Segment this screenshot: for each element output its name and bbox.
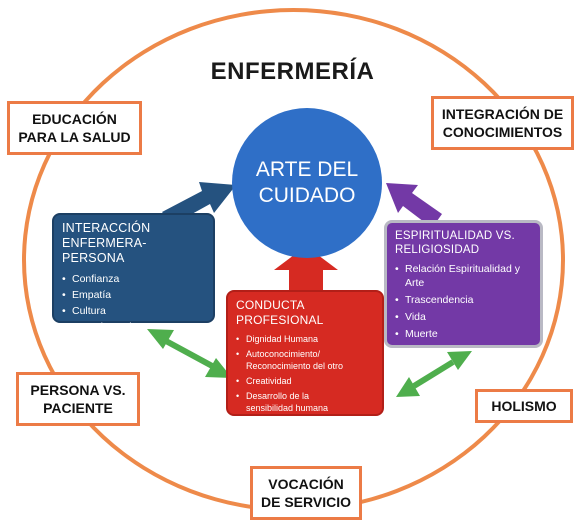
list-item: Confianza [62,271,205,287]
purple-arrow [386,183,442,228]
box-interaccion-heading: INTERACCIÓN ENFERMERA-PERSONA [62,221,151,265]
diagram-title: ENFERMERÍA [210,58,375,85]
tag-educacion: EDUCACIÓN PARA LA SALUD [7,101,142,155]
list-item: Desarrollo de la sensibilidad humana [236,390,374,414]
list-item: Vida [395,310,532,324]
red-arrow [274,246,338,292]
green-double-arrow-right [396,351,472,397]
box-espiritualidad: ESPIRITUALIDAD VS. RELIGIOSIDAD Relación… [384,220,543,348]
tag-vocacion: VOCACIÓN DE SERVICIO [250,466,362,520]
list-item: Escucha activa [62,319,205,335]
box-espiritualidad-list: Relación Espiritualidad y Arte Trascende… [395,262,532,341]
list-item: Dignidad Humana [236,333,374,345]
list-item: Cultura [62,303,205,319]
tag-holismo: HOLISMO [475,389,573,423]
list-item: Empatía [62,287,205,303]
list-item: Autoconocimiento/ Reconocimiento del otr… [236,348,374,372]
list-item: Trascendencia [395,293,532,307]
list-item: Creatividad [236,375,374,387]
tag-persona: PERSONA VS. PACIENTE [16,372,140,426]
box-conducta-heading: CONDUCTA PROFESIONAL [236,298,324,327]
box-conducta-list: Dignidad Humana Autoconocimiento/ Recono… [236,333,374,414]
box-espiritualidad-heading: ESPIRITUALIDAD VS. RELIGIOSIDAD [395,230,515,256]
list-item: Muerte [395,327,532,341]
tag-integracion: INTEGRACIÓN DE CONOCIMIENTOS [431,96,574,150]
list-item: Relación Espiritualidad y Arte [395,262,532,290]
box-conducta: CONDUCTA PROFESIONAL Dignidad Humana Aut… [226,290,384,416]
green-double-arrow-left [147,329,232,378]
center-circle: ARTE DEL CUIDADO [232,108,382,258]
box-interaccion-list: Confianza Empatía Cultura Escucha activa [62,271,205,335]
box-interaccion: INTERACCIÓN ENFERMERA-PERSONA Confianza … [52,213,215,335]
